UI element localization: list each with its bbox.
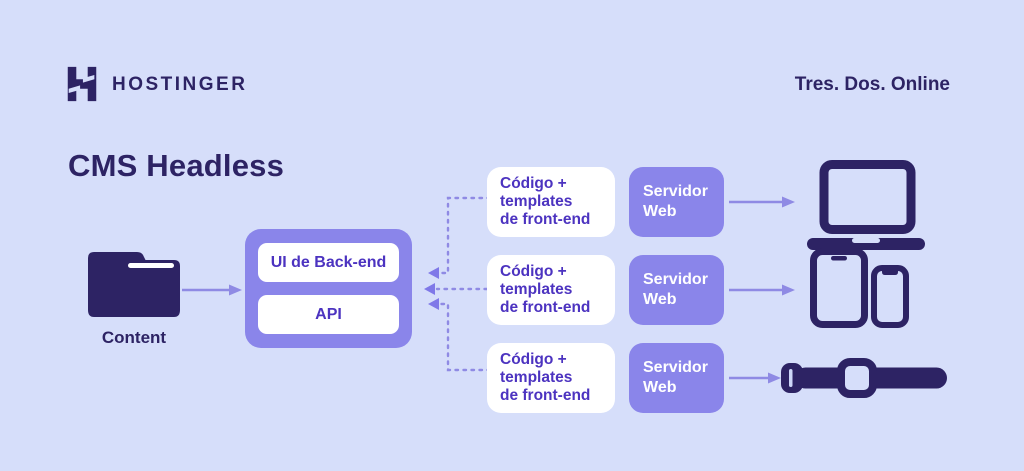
smartwatch-icon xyxy=(781,358,947,398)
brand-tagline: Tres. Dos. Online xyxy=(794,74,950,95)
tablet-icon xyxy=(810,248,868,328)
arrow-right-icon xyxy=(182,284,242,296)
frontend-label: Código + templates de front-end xyxy=(500,174,591,229)
server-label: Servidor Web xyxy=(643,359,708,396)
arrow-right-icon xyxy=(729,372,781,384)
backend-container: UI de Back-end API xyxy=(245,229,412,348)
backend-ui-card: UI de Back-end xyxy=(258,243,399,282)
page-title: CMS Headless xyxy=(68,148,285,183)
server-box-3: Servidor Web xyxy=(629,343,724,413)
frontend-box-1: Código + templates de front-end xyxy=(487,167,615,237)
frontend-box-3: Código + templates de front-end xyxy=(487,343,615,413)
server-label: Servidor Web xyxy=(643,183,708,220)
smartphone-icon xyxy=(871,265,909,328)
hostinger-logo-icon xyxy=(67,66,97,102)
arrow-right-icon xyxy=(729,196,795,208)
frontend-box-2: Código + templates de front-end xyxy=(487,255,615,325)
brand-wordmark: HOSTINGER xyxy=(112,74,248,95)
api-card: API xyxy=(258,295,399,334)
server-label: Servidor Web xyxy=(643,271,708,308)
server-box-2: Servidor Web xyxy=(629,255,724,325)
frontend-label: Código + templates de front-end xyxy=(500,262,591,317)
folder-icon xyxy=(88,252,180,317)
dashed-connectors-icon xyxy=(424,196,492,372)
frontend-label: Código + templates de front-end xyxy=(500,350,591,405)
arrow-right-icon xyxy=(729,284,795,296)
laptop-icon xyxy=(807,160,925,250)
server-box-1: Servidor Web xyxy=(629,167,724,237)
source-label: Content xyxy=(101,328,167,347)
